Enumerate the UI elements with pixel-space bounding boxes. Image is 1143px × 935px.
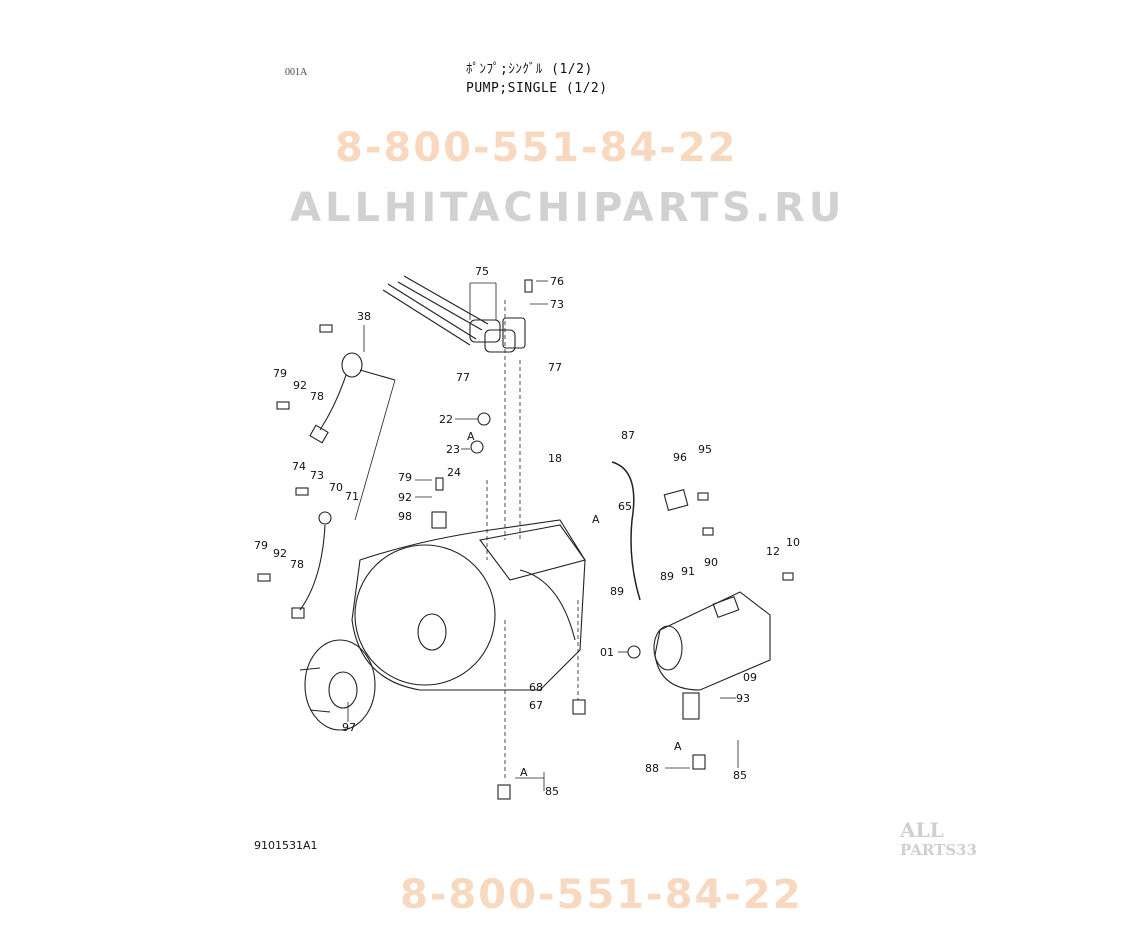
callout-68: 68 [529, 681, 543, 694]
callout-18: 18 [548, 452, 562, 465]
callout-73: 73 [310, 469, 324, 482]
callout-78: 78 [310, 390, 324, 403]
control-cables [382, 275, 526, 353]
callout-92: 92 [398, 491, 412, 504]
watermark-logo: ALL PARTS33 [900, 820, 977, 860]
callout-38: 38 [357, 310, 371, 323]
callout-78: 78 [290, 558, 304, 571]
callout-89: 89 [610, 585, 624, 598]
gear-pump-09 [653, 591, 771, 691]
callout-88: 88 [645, 762, 659, 775]
logo-line2: PARTS33 [900, 841, 977, 859]
watermark-site: ALLHITACHIPARTS.RU [290, 185, 846, 231]
page-title: PUMP;SINGLE (1/2) [466, 81, 608, 96]
callout-77: 77 [456, 371, 470, 384]
callout-79: 79 [273, 367, 287, 380]
callout-96: 96 [673, 451, 687, 464]
callout-87: 87 [621, 429, 635, 442]
callout-92: 92 [273, 547, 287, 560]
callout-91: 91 [681, 565, 695, 578]
logo-line1: ALL [900, 818, 944, 842]
callout-24: 24 [447, 466, 461, 479]
callout-A: A [467, 430, 475, 443]
callout-A: A [520, 766, 528, 779]
callout-95: 95 [698, 443, 712, 456]
callout-67: 67 [529, 699, 543, 712]
callout-77: 77 [548, 361, 562, 374]
callout-85: 85 [545, 785, 559, 798]
callout-98: 98 [398, 510, 412, 523]
callout-22: 22 [439, 413, 453, 426]
drawing-number: 9101531A1 [254, 839, 318, 852]
callout-01: 01 [600, 646, 614, 659]
callout-89: 89 [660, 570, 674, 583]
sensor-38 [309, 352, 396, 521]
title-japanese: ﾎﾟﾝﾌﾟ;ｼﾝｸﾞﾙ (1/2) [466, 62, 593, 77]
callout-79: 79 [254, 539, 268, 552]
callout-74: 74 [292, 460, 306, 473]
callout-09: 09 [743, 671, 757, 684]
callout-76: 76 [550, 275, 564, 288]
callout-75: 75 [475, 265, 489, 278]
callout-65: 65 [618, 500, 632, 513]
coupling-flange-97 [299, 639, 376, 731]
callout-93: 93 [736, 692, 750, 705]
bolts [257, 279, 794, 582]
callout-79: 79 [398, 471, 412, 484]
callout-10: 10 [786, 536, 800, 549]
page-code: 001A [285, 67, 308, 78]
callout-12: 12 [766, 545, 780, 558]
watermark-phone-bottom: 8-800-551-84-22 [400, 872, 803, 918]
callout-90: 90 [704, 556, 718, 569]
pump-housing [351, 519, 586, 691]
callout-97: 97 [342, 721, 356, 734]
callout-73: 73 [550, 298, 564, 311]
callout-A: A [674, 740, 682, 753]
sensor-70 [291, 511, 332, 619]
callout-92: 92 [293, 379, 307, 392]
callout-85: 85 [733, 769, 747, 782]
watermark-phone-top: 8-800-551-84-22 [335, 125, 738, 171]
callout-23: 23 [446, 443, 460, 456]
callout-71: 71 [345, 490, 359, 503]
callout-70: 70 [329, 481, 343, 494]
callout-A: A [592, 513, 600, 526]
